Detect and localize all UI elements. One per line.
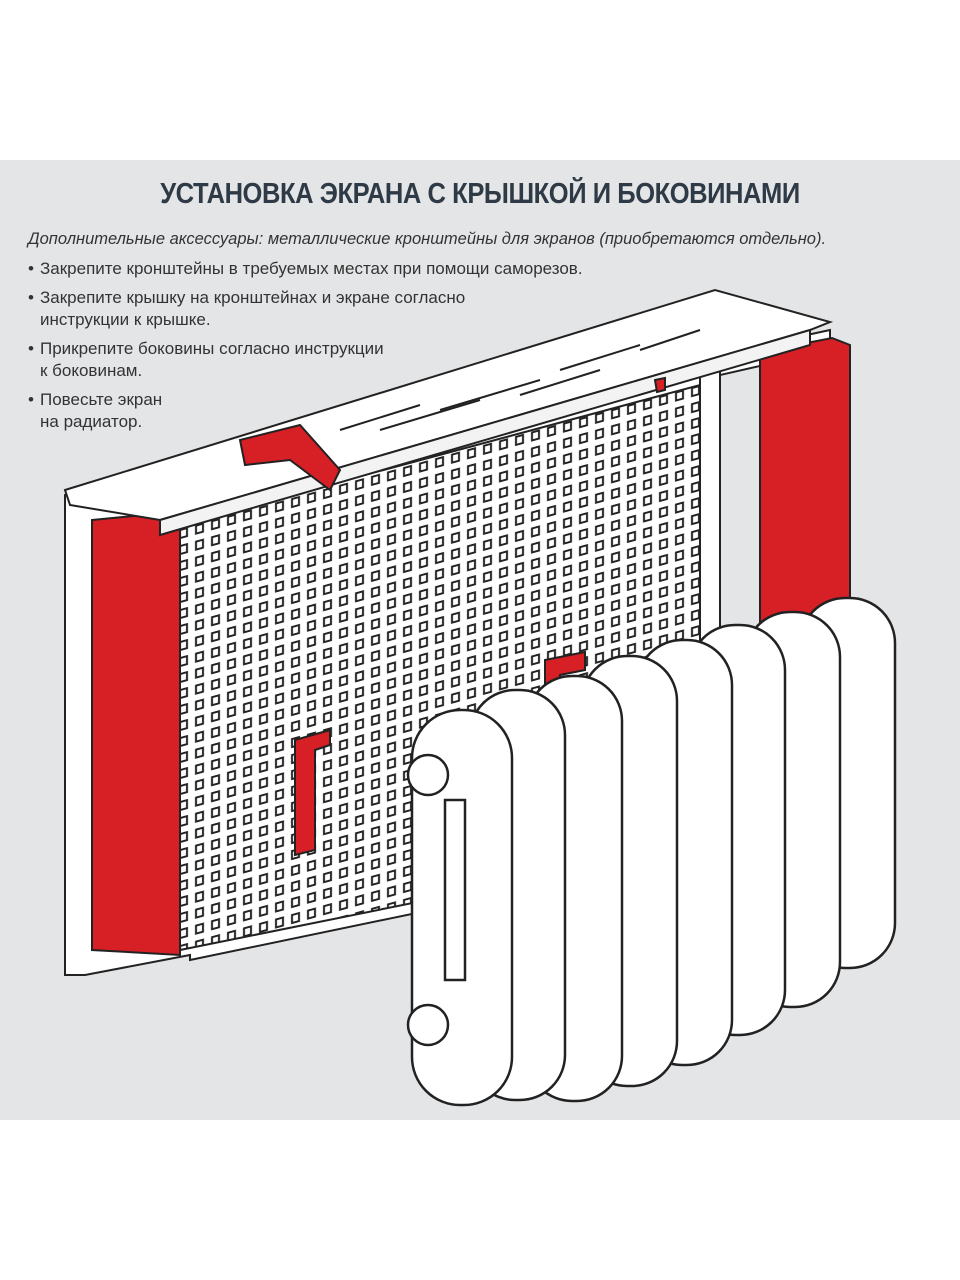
step-item: Прикрепите боковины согласно инструкции к… [28,338,583,382]
step-item: Закрепите крышку на кронштейнах и экране… [28,287,583,331]
step-text: инструкции к крышке. [40,310,211,329]
brackets [238,376,666,857]
right-side-panel [759,336,851,627]
step-text: Повесьте экран [40,390,163,409]
left-side-panel [91,511,181,957]
step-text: к боковинам. [40,361,143,380]
step-item: Повесьте экран на радиатор. [28,389,583,433]
step-text: на радиатор. [40,412,143,431]
step-text: Закрепите крышку на кронштейнах и экране… [40,288,466,307]
instruction-steps: Закрепите кронштейны в требуемых местах … [28,258,583,440]
step-item: Закрепите кронштейны в требуемых местах … [28,258,583,280]
page-title: УСТАНОВКА ЭКРАНА С КРЫШКОЙ И БОКОВИНАМИ [160,178,800,210]
radiator [406,596,897,1107]
step-text: Прикрепите боковины согласно инструкции [40,339,384,358]
accessories-note: Дополнительные аксессуары: металлические… [28,230,827,248]
step-text: Закрепите кронштейны в требуемых местах … [40,259,583,278]
